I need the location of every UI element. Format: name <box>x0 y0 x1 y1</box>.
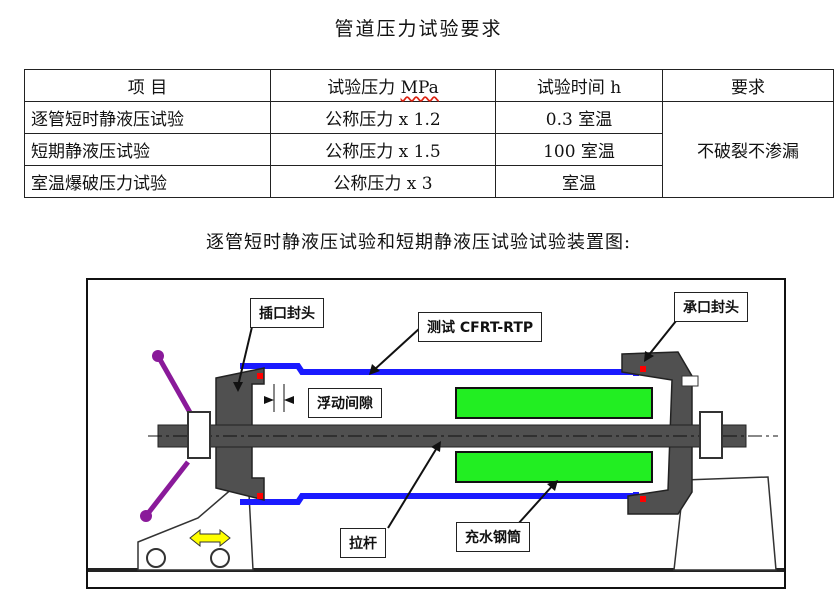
header-pressure-unit: MPa <box>400 78 439 98</box>
handle-lower <box>144 460 190 518</box>
table-row: 短期静液压试验 公称压力 x 1.5 100 室温 <box>24 133 834 166</box>
header-item: 项 目 <box>24 69 271 102</box>
row-item: 室温爆破压力试验 <box>24 165 271 198</box>
leader-arrow-icon <box>431 441 441 452</box>
test-pipe-bottom <box>240 492 639 505</box>
wheel-icon <box>146 548 166 568</box>
table-header-row: 项 目 试验压力 MPa 试验时间 h 要求 <box>24 69 834 102</box>
table-row: 室温爆破压力试验 公称压力 x 3 室温 <box>24 165 834 198</box>
row-time: 0.3 室温 <box>495 101 663 134</box>
handle-knob-icon <box>140 510 152 522</box>
gap-arrow-icon <box>264 396 274 404</box>
gap-arrow-icon <box>284 396 294 404</box>
row-pressure: 公称压力 x 1.5 <box>270 133 496 166</box>
handle-upper <box>155 354 195 418</box>
nut-left <box>187 411 211 459</box>
right-support <box>673 476 777 571</box>
leader-arrow-icon <box>547 480 558 491</box>
row-pressure: 公称压力 x 1.2 <box>270 101 496 134</box>
leader-tube <box>517 483 555 525</box>
page-title: 管道压力试验要求 <box>334 18 503 40</box>
test-apparatus-diagram: 插口封头 承口封头 测试 CFRT-RTP 浮动间隙 拉杆 充水钢筒 <box>86 278 786 589</box>
row-item: 逐管短时静液压试验 <box>24 101 271 134</box>
leader-arrow-icon <box>233 382 243 392</box>
apparatus-drawing <box>88 305 784 572</box>
water-tube-bottom <box>455 451 653 483</box>
water-tube-top <box>455 387 653 419</box>
leader-arrow-icon <box>369 364 380 375</box>
requirements-table: 项 目 试验压力 MPa 试验时间 h 要求 逐管短时静液压试验 公称压力 x … <box>24 69 834 198</box>
double-arrow-icon <box>189 528 231 548</box>
header-time-label: 试验时间 <box>536 78 605 98</box>
test-pipe-top <box>240 363 639 376</box>
left-support <box>137 473 254 571</box>
label-plug-end: 插口封头 <box>250 298 324 328</box>
header-requirement: 要求 <box>662 69 834 102</box>
socket-end-cap <box>621 351 693 515</box>
label-test-pipe: 测试 CFRT-RTP <box>418 312 543 342</box>
seal-marker <box>257 493 263 499</box>
nut-right <box>699 411 723 459</box>
wheel-icon <box>210 548 230 568</box>
leader-arrow-icon <box>644 351 654 362</box>
label-tie-rod: 拉杆 <box>340 528 386 558</box>
socket-pin <box>681 375 699 387</box>
header-time: 试验时间 h <box>495 69 663 102</box>
label-socket-end: 承口封头 <box>674 292 748 322</box>
seal-marker <box>257 373 263 379</box>
row-item: 短期静液压试验 <box>24 133 271 166</box>
row-requirement: 不破裂不渗漏 <box>662 101 834 198</box>
label-water-tube: 充水钢筒 <box>456 522 530 552</box>
header-pressure: 试验压力 MPa <box>270 69 496 102</box>
table-row: 逐管短时静液压试验 公称压力 x 1.2 0.3 室温 不破裂不渗漏 <box>24 101 834 198</box>
header-pressure-label: 试验压力 <box>327 78 396 98</box>
row-time: 室温 <box>495 165 663 198</box>
label-floating-gap: 浮动间隙 <box>308 388 382 418</box>
seal-marker <box>640 366 646 372</box>
ground-line <box>88 568 784 572</box>
handle-knob-icon <box>152 350 164 362</box>
row-pressure: 公称压力 x 3 <box>270 165 496 198</box>
leader-pipe <box>373 327 421 371</box>
diagram-subtitle: 逐管短时静液压试验和短期静液压试验试验装置图: <box>205 232 632 253</box>
seal-marker <box>640 496 646 502</box>
header-time-unit: h <box>610 78 622 98</box>
row-time: 100 室温 <box>495 133 663 166</box>
leader-rod <box>387 445 439 529</box>
